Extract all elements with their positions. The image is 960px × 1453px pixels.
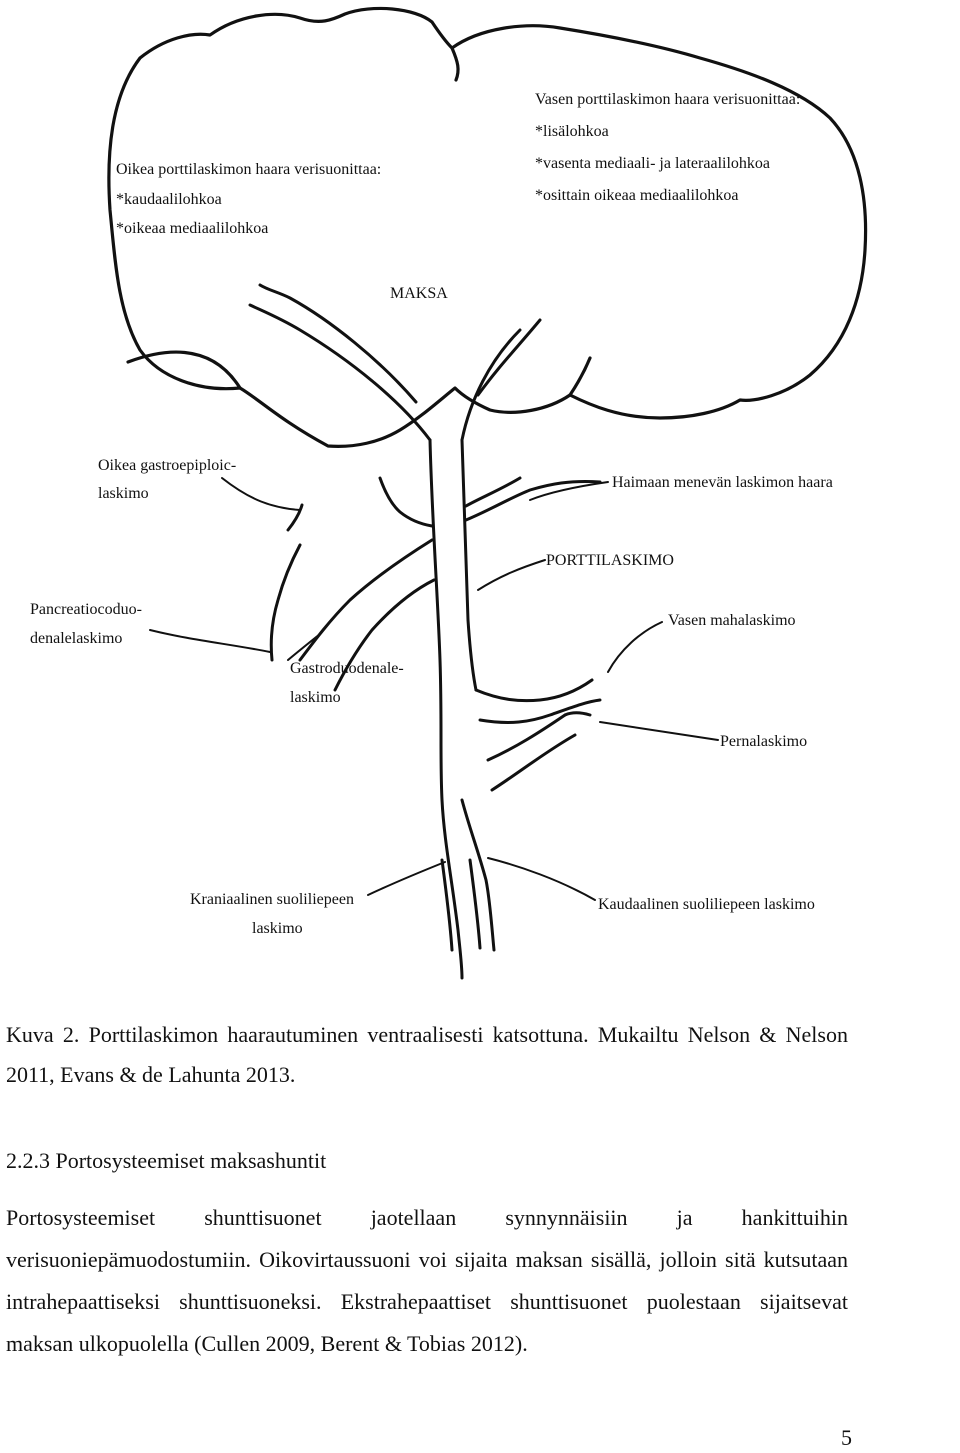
label-gastroepiploic: Oikea gastroepiploic- <box>98 457 236 474</box>
label-porttilaskimo: PORTTILASKIMO <box>546 552 674 569</box>
label-vasen-mahalaskimo: Vasen mahalaskimo <box>668 612 796 629</box>
portal-vein-diagram: Vasen porttilaskimon haara verisuonittaa… <box>30 6 868 980</box>
label-pernalaskimo: Pernalaskimo <box>720 733 807 750</box>
label-kraniaalinen: laskimo <box>252 920 303 937</box>
label-kraniaalinen: Kraniaalinen suoliliepeen <box>190 891 354 908</box>
label-vasen-title: Vasen porttilaskimon haara verisuonittaa… <box>535 91 800 108</box>
leader-line <box>367 861 446 896</box>
label-kaudaalinen: Kaudaalinen suoliliepeen laskimo <box>598 896 815 913</box>
leader-line <box>221 477 301 511</box>
section-heading: 2.2.3 Portosysteemiset maksashuntit <box>6 1148 327 1173</box>
label-gastroepiploic: laskimo <box>98 485 149 502</box>
label-gastroduodenale: laskimo <box>290 689 341 706</box>
label-vasen-item: *vasenta mediaali- ja lateraalilohkoa <box>535 155 770 172</box>
label-pancreatico: Pancreatiocoduo- <box>30 601 142 618</box>
leader-line <box>607 621 663 673</box>
lobe-line <box>450 46 460 82</box>
label-oikea-item: *kaudaalilohkoa <box>116 191 222 208</box>
leader-line <box>477 559 546 591</box>
label-haimaan: Haimaan menevän laskimon haara <box>612 474 833 491</box>
lobe-line <box>568 356 592 397</box>
leader-line <box>287 633 321 661</box>
label-pancreatico: denalelaskimo <box>30 630 122 647</box>
label-vasen-item: *osittain oikeaa mediaalilohkoa <box>535 187 739 204</box>
figure-caption: Kuva 2. Porttilaskimon haarautuminen ven… <box>6 1022 848 1087</box>
portal-vein-tree <box>248 283 602 980</box>
label-maksa: MAKSA <box>390 285 448 302</box>
lobe-line <box>126 350 242 390</box>
leader-line <box>529 481 609 501</box>
leader-line <box>149 629 271 653</box>
section-body: Portosysteemiset shunttisuonet jaotellaa… <box>6 1205 848 1356</box>
label-gastroduodenale: Gastroduodenale- <box>290 660 404 677</box>
leader-line <box>487 857 596 901</box>
label-vasen-item: *lisälohkoa <box>535 123 609 140</box>
label-oikea-title: Oikea porttilaskimon haara verisuonittaa… <box>116 161 381 178</box>
leader-line <box>599 721 719 741</box>
label-oikea-item: *oikeaa mediaalilohkoa <box>116 220 268 237</box>
page-number: 5 <box>841 1425 852 1450</box>
